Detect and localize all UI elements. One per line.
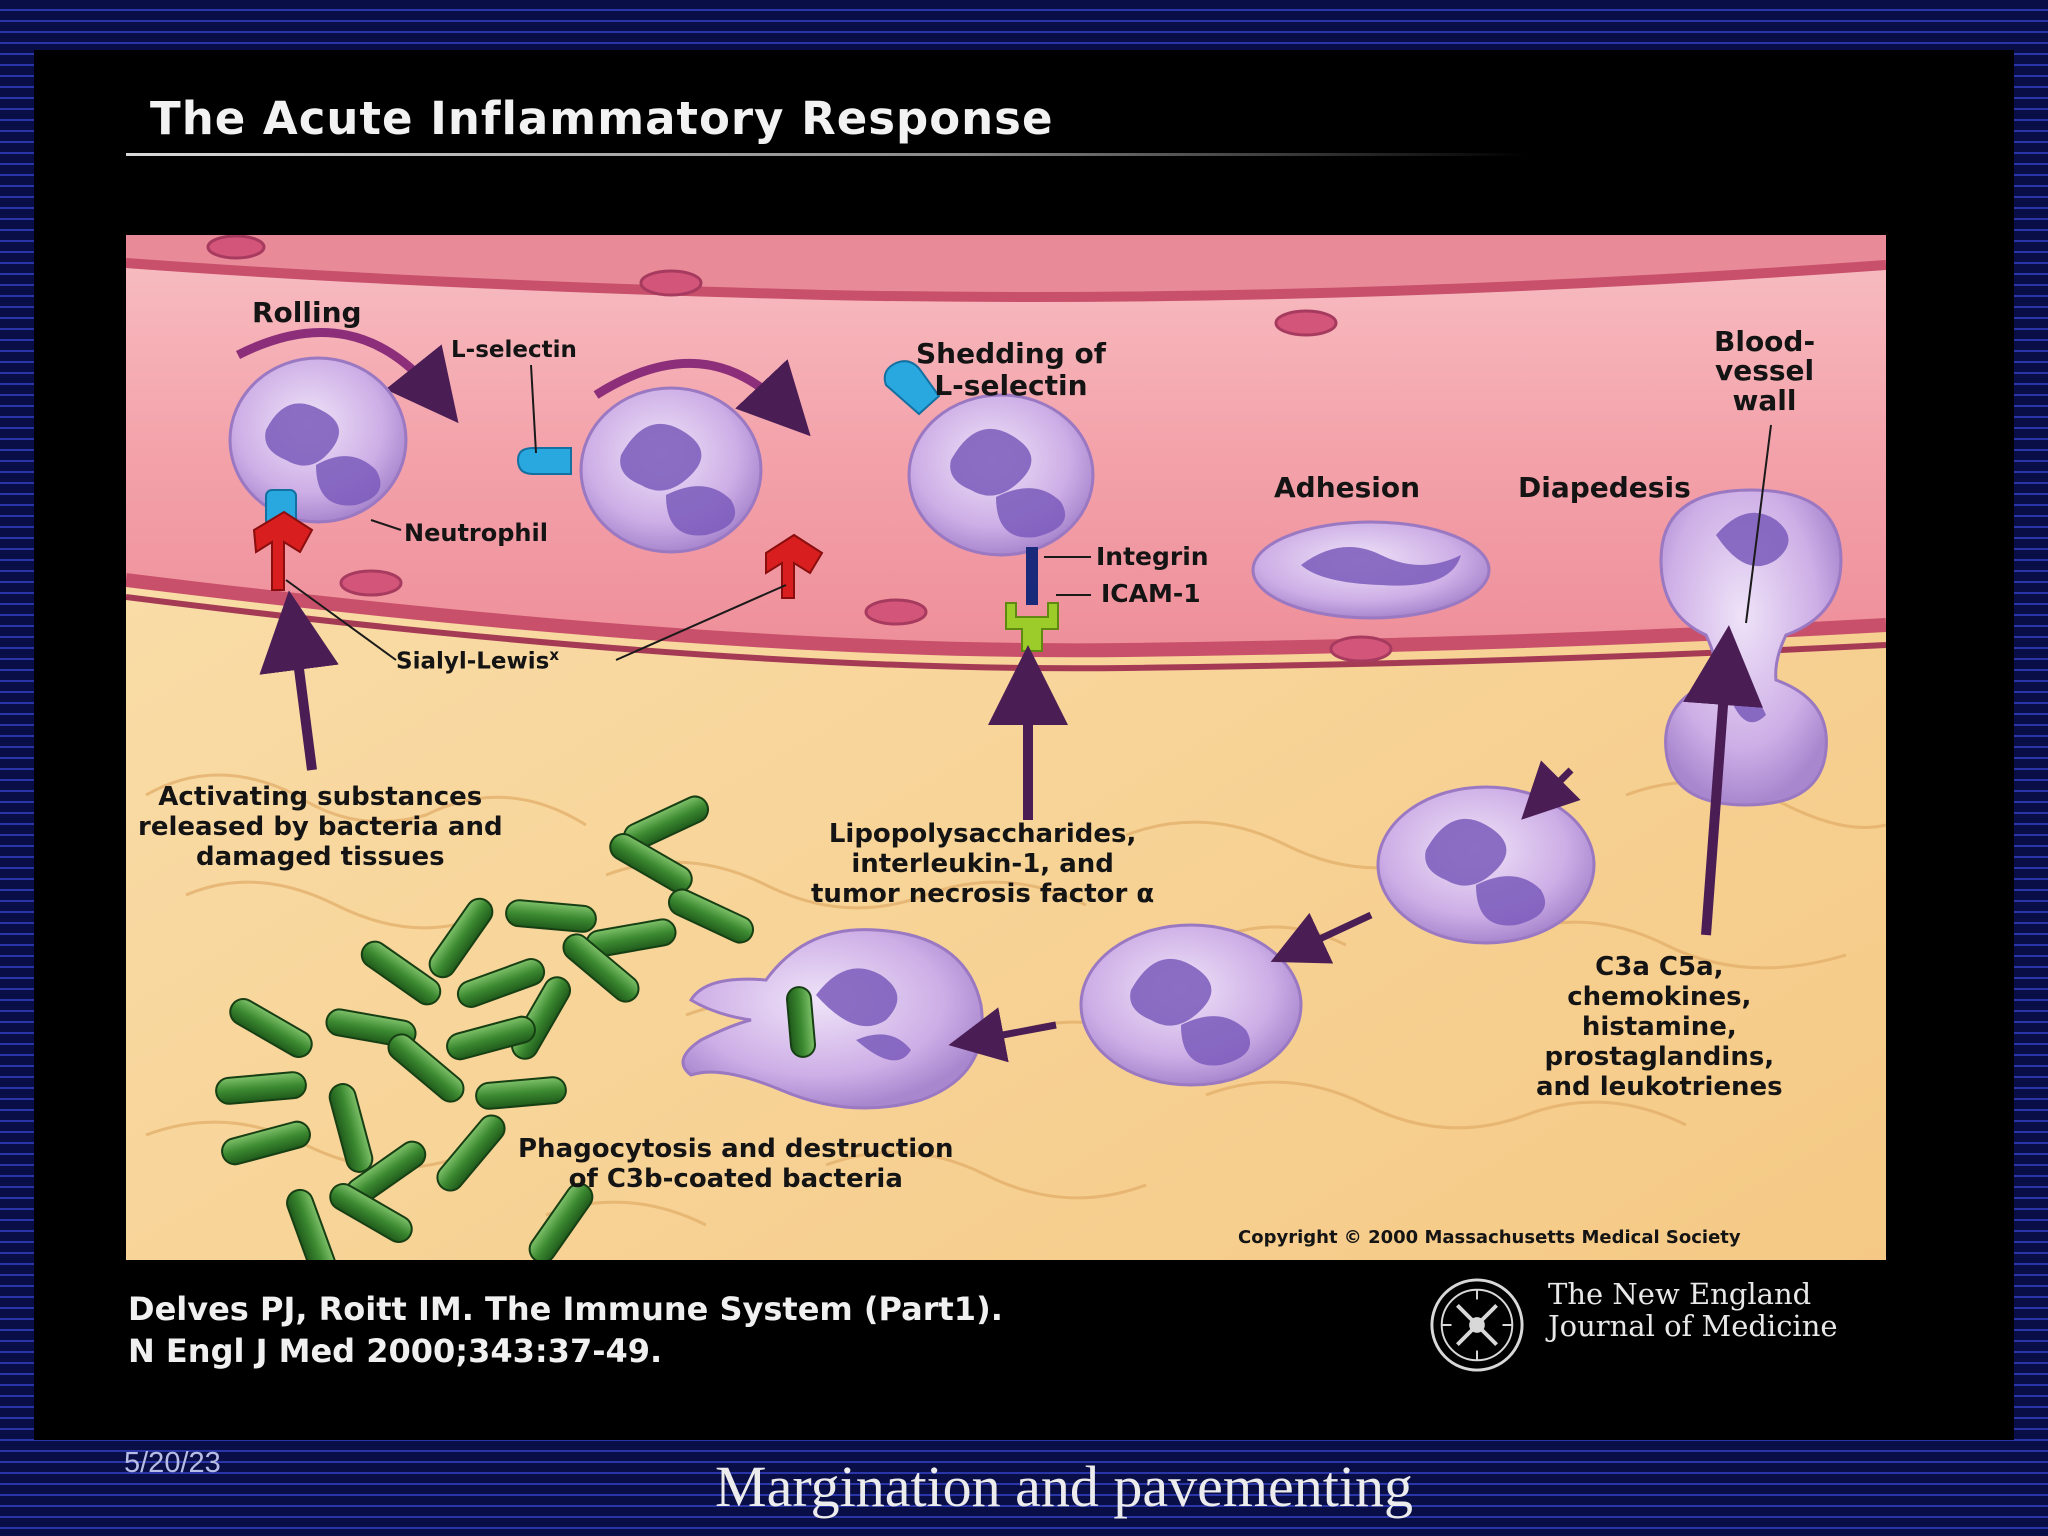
figure-illustration: [125, 234, 1887, 1278]
neutrophil-shedding: [907, 393, 1095, 557]
label-shedding-line2: L-selectin: [934, 369, 1088, 403]
label-shedding-line1: Shedding of: [916, 337, 1106, 370]
label-copyright: Copyright © 2000 Massachusetts Medical S…: [1238, 1227, 1741, 1248]
label-vessel-wall-line3: wall: [1732, 383, 1797, 417]
citation-line2: N Engl J Med 2000;343:37-49.: [128, 1332, 663, 1370]
neutrophil-phagocytosing: [681, 928, 984, 1110]
label-activating: Activating substances released by bacter…: [138, 782, 503, 873]
label-l-selectin: L-selectin: [451, 337, 577, 363]
label-mediators-line4: prostaglandins,: [1544, 1041, 1775, 1072]
title-rule: [126, 153, 1526, 156]
label-phagocytosis: Phagocytosis and destruction of C3b-coat…: [518, 1134, 954, 1195]
label-diapedesis: Diapedesis: [1518, 471, 1691, 504]
neutrophil-adhesion: [1251, 520, 1491, 620]
activating-arrow: [259, 590, 339, 771]
neutrophil-migrating-2: [1079, 923, 1303, 1087]
label-mediators-line5: and leukotrienes: [1536, 1071, 1783, 1102]
label-vessel-wall: Blood- vessel wall: [1714, 325, 1816, 417]
label-sialyl-lewis: Sialyl-Lewisx: [396, 646, 560, 675]
label-activating-line1: Activating substances: [158, 782, 483, 812]
mediator-arrow: [1683, 625, 1763, 936]
label-activating-line2: released by bacteria and: [138, 811, 503, 842]
citation-line1: Delves PJ, Roitt IM. The Immune System (…: [128, 1290, 1003, 1328]
label-mediators: C3a C5a, chemokines, histamine, prostagl…: [1536, 952, 1783, 1102]
inflammation-figure: Rolling L-selectin Neutrophil Sialyl-Lew…: [125, 234, 1887, 1278]
label-cytokines: Lipopolysaccharides, interleukin-1, and …: [811, 819, 1155, 910]
label-cytokines-line2: interleukin-1, and: [851, 848, 1114, 879]
icam-molecule: [1005, 602, 1059, 652]
label-vessel-wall-line2: vessel: [1714, 354, 1815, 388]
l-selectin-shed: [883, 360, 941, 416]
journal-name-line1: The New England: [1548, 1277, 1812, 1311]
migration-arrows: [948, 760, 1581, 1063]
label-sialyl-lewis-sup: x: [549, 646, 560, 664]
label-vessel-wall-line1: Blood-: [1714, 325, 1816, 358]
journal-seal-icon: [1430, 1278, 1524, 1372]
l-selectin-molecule-2: [516, 447, 572, 475]
label-sialyl-lewis-text: Sialyl-Lewis: [396, 648, 550, 675]
slide-title: The Acute Inflammatory Response: [150, 92, 1054, 145]
rolling-arrow-2: [593, 358, 811, 437]
label-cytokines-line3: tumor necrosis factor α: [811, 878, 1155, 909]
label-phagocytosis-line1: Phagocytosis and destruction: [518, 1134, 954, 1164]
label-neutrophil: Neutrophil: [404, 519, 548, 547]
integrin-molecule: [1026, 547, 1038, 605]
label-adhesion: Adhesion: [1274, 471, 1421, 504]
label-integrin: Integrin: [1096, 542, 1209, 571]
journal-name-line2: Journal of Medicine: [1548, 1309, 1838, 1343]
journal-name: The New England Journal of Medicine: [1548, 1278, 1838, 1342]
endothelial-nuclei: [206, 234, 1393, 663]
citation: Delves PJ, Roitt IM. The Immune System (…: [128, 1288, 1003, 1372]
neutrophil-migrating-1: [1376, 785, 1596, 945]
label-mediators-line2: chemokines,: [1567, 981, 1752, 1012]
bacteria-cluster: [215, 795, 817, 1278]
label-activating-line3: damaged tissues: [195, 841, 445, 872]
slide-date: 5/20/23: [124, 1447, 221, 1479]
label-cytokines-line1: Lipopolysaccharides,: [828, 819, 1137, 849]
label-icam: ICAM-1: [1101, 579, 1201, 608]
label-mediators-line3: histamine,: [1581, 1011, 1737, 1042]
neutrophil-rolling-2: [579, 386, 763, 554]
label-shedding: Shedding of L-selectin: [916, 337, 1106, 403]
neutrophil-rolling-1: [228, 356, 408, 524]
label-mediators-line1: C3a C5a,: [1595, 952, 1724, 982]
label-rolling: Rolling: [252, 296, 362, 329]
sialyl-lewis-molecule-2: [765, 533, 824, 599]
label-phagocytosis-line2: of C3b-coated bacteria: [568, 1163, 903, 1194]
sialyl-lewis-molecule-1: [252, 510, 314, 591]
rolling-arrow-1: [235, 328, 459, 424]
slide-caption: Margination and pavementing: [715, 1454, 1413, 1519]
